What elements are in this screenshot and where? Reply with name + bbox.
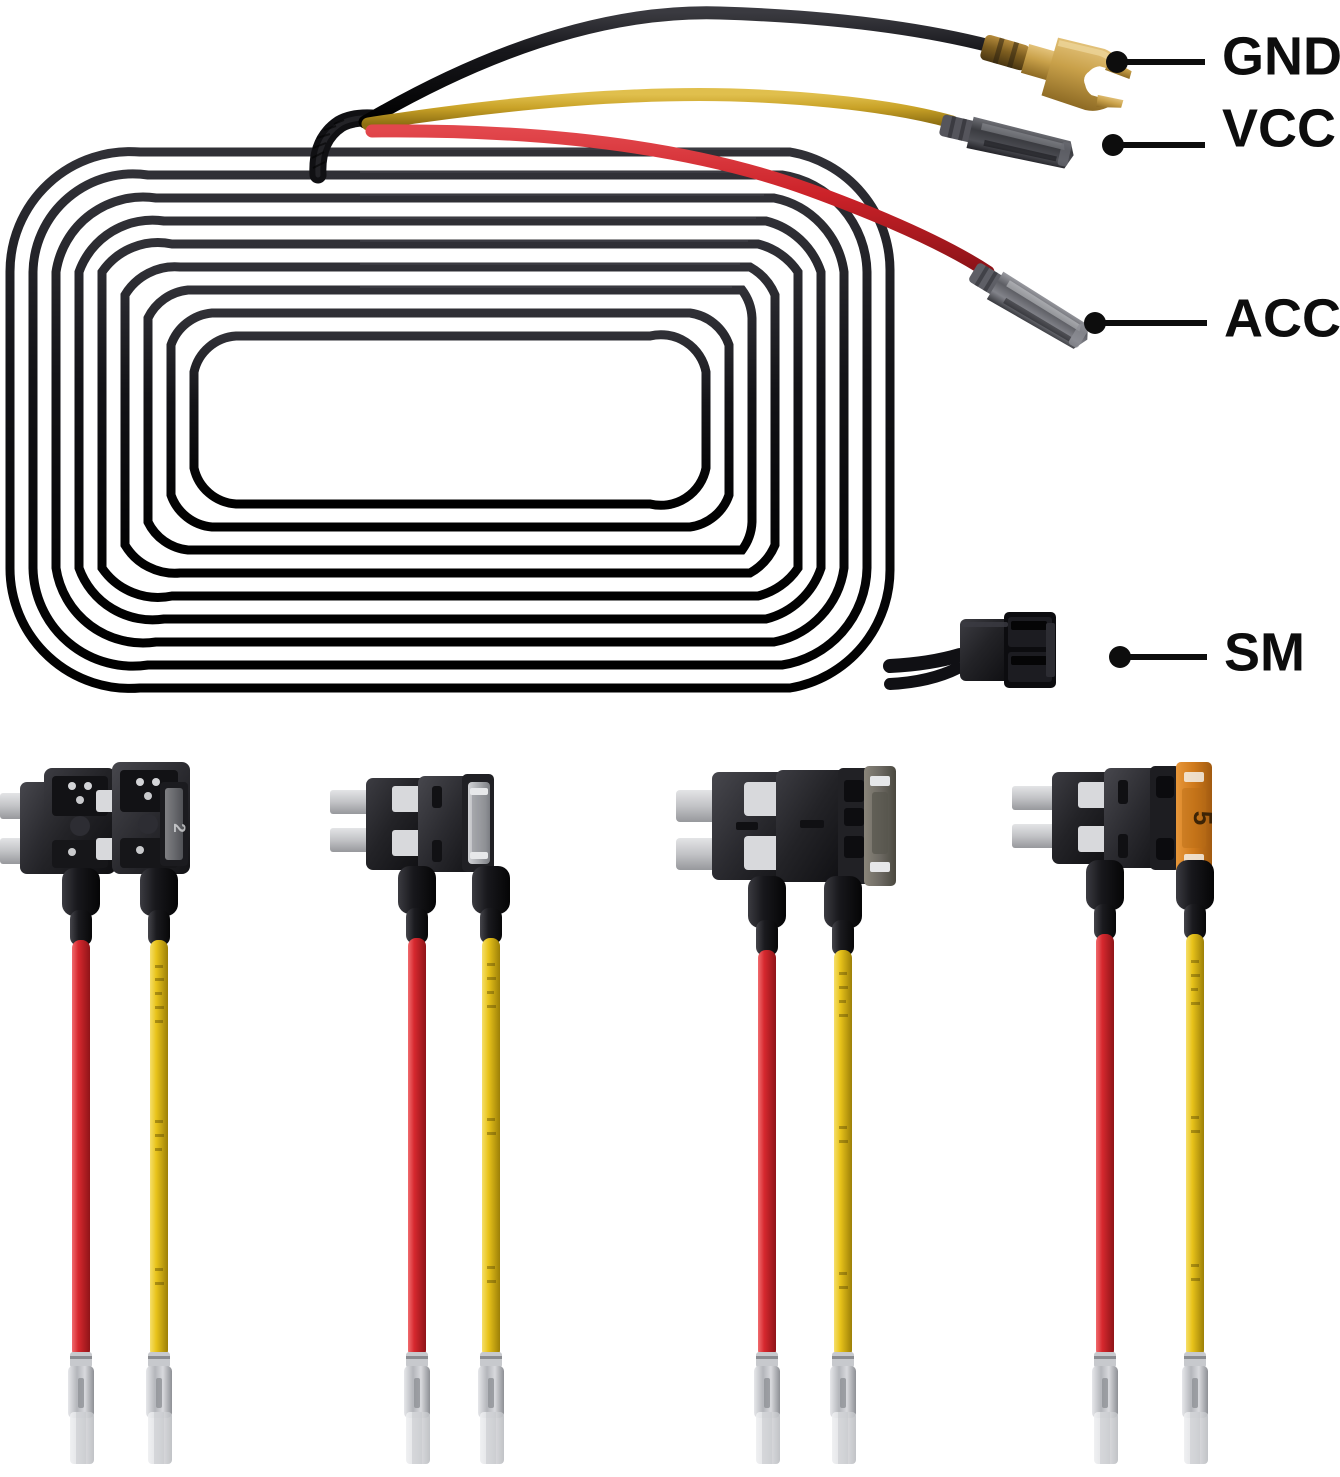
callout-label-acc: ACC xyxy=(1224,288,1340,348)
fuse-tap-micro2-with-orange-fuse: 5 xyxy=(1012,762,1218,1464)
power-wire-bundle xyxy=(309,6,997,279)
crimped-spade-terminal xyxy=(830,1352,856,1464)
crimped-spade-terminal xyxy=(478,1352,504,1464)
callout-dot-sm xyxy=(1109,646,1131,668)
black-ground-wire xyxy=(358,6,997,129)
crimped-spade-terminal xyxy=(68,1352,94,1464)
red-tap-wire xyxy=(72,940,90,1358)
callout-vcc: VCC xyxy=(1102,98,1336,158)
yellow-tap-wire xyxy=(482,938,500,1358)
vcc-spade-connector xyxy=(939,114,1074,169)
crimped-spade-terminal xyxy=(146,1352,172,1464)
yellow-tap-wire xyxy=(834,950,852,1358)
fuse-tap-standard-ato xyxy=(676,766,896,1464)
yellow-tap-wire xyxy=(150,940,168,1358)
callout-acc: ACC xyxy=(1084,288,1340,348)
crimped-spade-terminal xyxy=(1182,1352,1208,1464)
callout-dot-vcc xyxy=(1102,134,1124,156)
acc-spade-connector xyxy=(969,263,1089,349)
svg-text:2: 2 xyxy=(170,823,189,832)
callout-gnd: GND xyxy=(1106,26,1340,86)
gnd-fork-terminal xyxy=(980,34,1133,111)
fuse-rating-label: 5 xyxy=(1188,811,1218,825)
crimped-spade-terminal xyxy=(1092,1352,1118,1464)
yellow-constant-power-wire xyxy=(361,88,959,131)
red-tap-wire xyxy=(408,938,426,1358)
crimped-spade-terminal xyxy=(754,1352,780,1464)
callout-label-sm: SM xyxy=(1224,622,1305,682)
red-tap-wire xyxy=(758,950,776,1358)
callout-dot-acc xyxy=(1084,312,1106,334)
fuse-tap-micro2 xyxy=(330,774,510,1464)
sm-connector xyxy=(960,612,1056,688)
callout-label-gnd: GND xyxy=(1222,26,1340,86)
callout-label-vcc: VCC xyxy=(1222,98,1336,158)
orange-blade-fuse xyxy=(1176,762,1212,874)
fuse-tap-low-profile-mini-double: 2 xyxy=(0,762,190,1464)
red-accessory-wire xyxy=(365,124,995,279)
callout-dot-gnd xyxy=(1106,51,1128,73)
sm-cable-tail xyxy=(701,648,967,693)
coiled-black-cable xyxy=(5,147,895,693)
yellow-tap-wire xyxy=(1186,934,1204,1358)
red-tap-wire xyxy=(1096,934,1114,1358)
crimped-spade-terminal xyxy=(404,1352,430,1464)
callout-sm: SM xyxy=(1109,622,1305,682)
